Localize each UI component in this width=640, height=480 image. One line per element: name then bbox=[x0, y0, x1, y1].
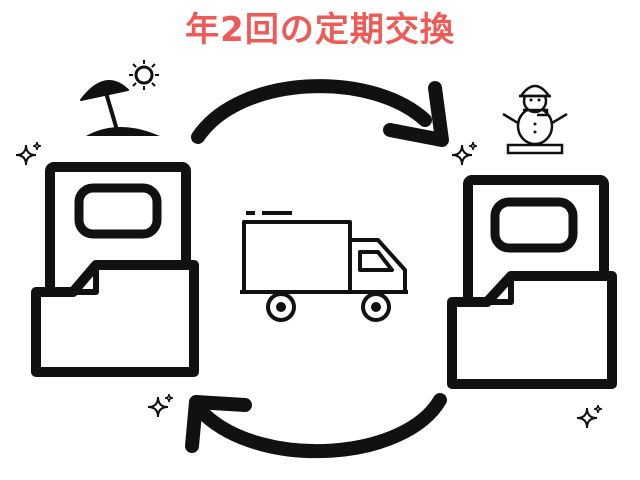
futon-bedding-icon-right bbox=[447, 175, 617, 389]
page-title: 年2回の定期交換 bbox=[185, 10, 455, 50]
circular-arrow-top bbox=[191, 79, 449, 147]
circular-arrow-bottom bbox=[185, 393, 447, 459]
sparkle-icon-left bbox=[15, 141, 42, 166]
snowman-icon bbox=[502, 84, 568, 155]
beach-umbrella-icon bbox=[80, 80, 160, 136]
sparkle-icon-bottom-right bbox=[576, 404, 603, 429]
delivery-truck-icon bbox=[240, 211, 408, 322]
sun-icon bbox=[129, 60, 159, 90]
sparkle-icon-bottom-left bbox=[147, 393, 174, 418]
futon-bedding-icon-left bbox=[31, 162, 199, 377]
sparkle-icon-right bbox=[451, 141, 478, 166]
